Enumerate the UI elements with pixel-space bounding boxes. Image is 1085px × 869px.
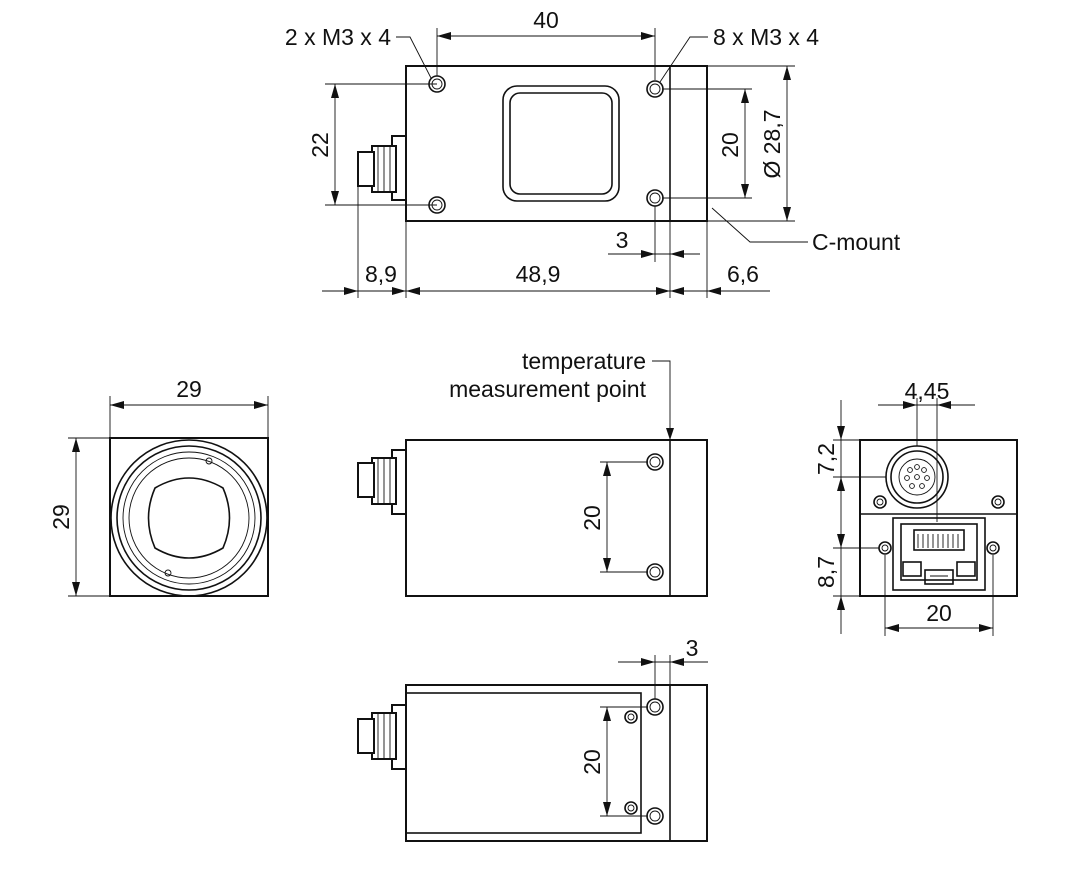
top-view: 40 2 x M3 x 4 8 x M3 x 4 22 20 Ø 28,7 C-… [285, 7, 901, 298]
bottom-dim-flange: 3 [686, 635, 699, 661]
top-callout-mount: C-mount [812, 229, 901, 255]
bottom-view-screw [624, 801, 638, 815]
rear-view-screw [991, 495, 1005, 509]
top-dim-hole-right: 20 [717, 132, 743, 158]
top-dim-connector: 8,9 [365, 261, 397, 287]
rear-dim-bottom: 8,7 [813, 556, 839, 588]
top-dim-diameter: Ø 28,7 [759, 109, 785, 178]
side-callout-line1: temperature [522, 348, 646, 374]
rear-dim-width: 20 [926, 600, 952, 626]
rear-dim-top: 7,2 [813, 443, 839, 475]
front-dim-height: 29 [48, 504, 74, 530]
front-view-pin [164, 569, 172, 577]
rear-view-screw [873, 495, 887, 509]
side-view-connector [357, 449, 407, 515]
bottom-dim-hole: 20 [579, 749, 605, 775]
bottom-view: 3 20 [357, 635, 708, 842]
rear-view: 4,45 7,2 8,7 20 [813, 378, 1018, 636]
top-dim-width: 40 [533, 7, 559, 33]
rear-view-screw [986, 541, 1000, 555]
front-view-body [109, 437, 269, 597]
top-dim-hole-left: 22 [307, 132, 333, 158]
top-view-window-inner [509, 92, 613, 195]
bottom-view-connector [357, 704, 407, 770]
bottom-view-body [405, 684, 708, 842]
bottom-view-screw [624, 710, 638, 724]
side-callout-line2: measurement point [449, 376, 646, 402]
rear-view-ethernet-port [892, 517, 986, 591]
rear-dim-offset: 4,45 [905, 378, 950, 404]
side-view: temperature measurement point 20 [357, 348, 708, 597]
top-view-window-outer [502, 85, 620, 202]
top-dim-flange: 3 [616, 227, 629, 253]
side-dim-hole: 20 [579, 505, 605, 531]
top-callout-left: 2 x M3 x 4 [285, 24, 391, 50]
side-view-body [405, 439, 708, 597]
top-callout-right: 8 x M3 x 4 [713, 24, 819, 50]
top-view-body [405, 65, 708, 222]
top-view-connector [357, 135, 407, 201]
front-view-sensor [147, 477, 231, 559]
front-view-mount-ring [110, 439, 268, 597]
front-view: 29 29 [48, 376, 269, 597]
front-view-pin [205, 457, 213, 465]
top-dim-mount-depth: 6,6 [727, 261, 759, 287]
top-dim-body-length: 48,9 [516, 261, 561, 287]
front-dim-width: 29 [176, 376, 202, 402]
